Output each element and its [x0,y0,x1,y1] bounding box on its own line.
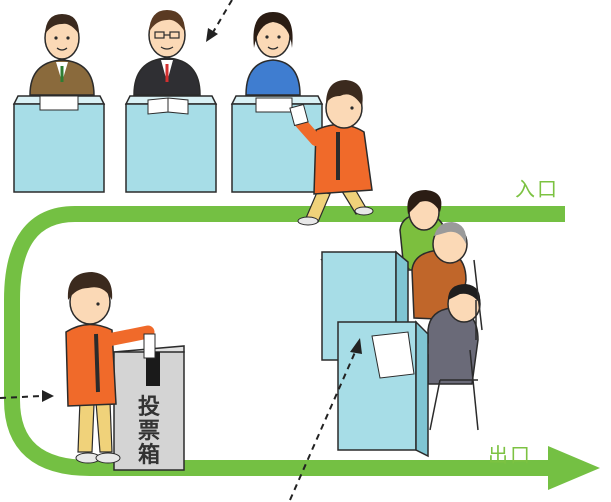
voter-casting-ballot [65,272,156,464]
exit-arrow-head [548,446,600,490]
pointer-arrow-top [211,0,233,35]
pointer-arrow-desk [289,349,357,501]
voter-receiving-ballot [289,80,374,226]
pointer-arrow-left [0,395,43,399]
reception-official-1 [29,14,95,96]
reception-desk-3 [230,95,324,193]
ballot-box: 投 票 箱 [113,345,185,471]
seated-official-elder [411,222,468,321]
ballot-box-label-char-1: 投 [138,395,160,420]
ballot-writing-desk-front [337,320,429,458]
reception-desk-2 [124,95,218,193]
ballot-box-label-char-2: 票 [138,419,160,444]
voting-route-path [4,206,600,490]
exit-label: 出口 [488,443,532,467]
reception-official-2 [133,10,201,96]
reception-desk-1 [12,95,106,193]
reception-official-3 [245,12,301,96]
ballot-box-label-char-3: 箱 [138,442,160,468]
entrance-label: 入口 [515,177,559,201]
folding-chairs [429,259,483,431]
